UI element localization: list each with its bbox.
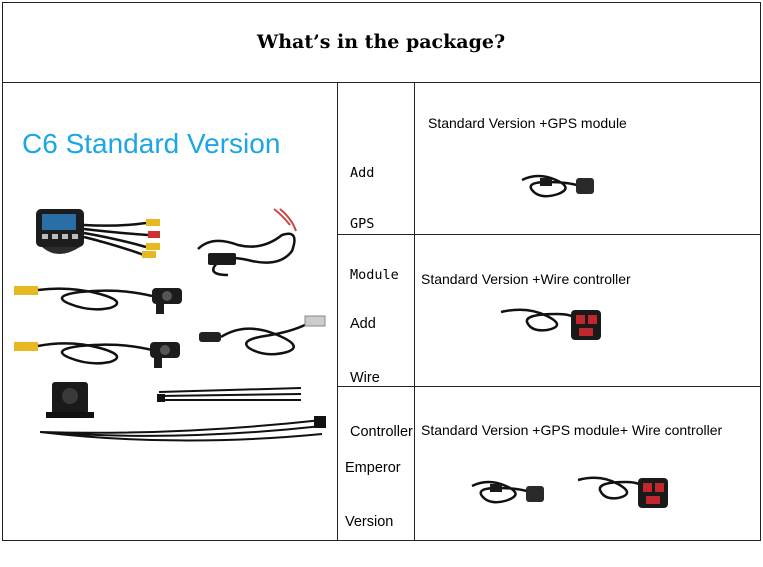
row-label-line: Module	[350, 267, 399, 283]
cable-ties-icon	[157, 387, 302, 402]
row-label-wire-controller: Add Wire Controller	[350, 279, 413, 477]
row-label-line: Emperor	[345, 460, 401, 476]
power-cable-icon	[197, 208, 297, 277]
cable-ties-icon	[39, 416, 326, 442]
usb-cable-icon	[199, 315, 326, 356]
column-divider-1	[337, 82, 338, 541]
row-label-line: Version	[345, 514, 394, 530]
gps-module-icon	[471, 480, 544, 504]
table-border-top	[2, 2, 761, 3]
wire-controller-icon	[500, 308, 601, 340]
row-label-gps: Add GPS Module	[350, 131, 399, 318]
camera-icon	[14, 286, 182, 314]
row-label-line: GPS	[350, 216, 375, 232]
camera-icon	[14, 342, 180, 368]
camera-mount-icon	[46, 382, 94, 418]
table-border-right	[760, 2, 761, 541]
standard-version-title: C6 Standard Version	[22, 128, 281, 159]
column-divider-2	[414, 82, 415, 541]
table-border-bottom	[2, 540, 761, 541]
wire-controller-icon	[577, 476, 668, 508]
row-divider-2	[337, 386, 761, 387]
row-label-line: Add	[350, 165, 375, 181]
page-title: What’s in the package?	[256, 31, 506, 53]
gps-module-icon	[521, 174, 594, 198]
table-border-left	[2, 2, 3, 541]
row-label-emperor: Emperor Version	[345, 423, 401, 567]
row-label-line: Wire	[350, 370, 380, 386]
row-label-line: Add	[350, 316, 376, 332]
dvr-unit-icon	[36, 209, 160, 258]
row-label-line: Controller	[350, 424, 413, 440]
row-description-gps: Standard Version +GPS module	[428, 115, 627, 131]
package-table: What’s in the package? C6 Standard Versi…	[2, 2, 761, 541]
row-description-emperor: Standard Version +GPS module+ Wire contr…	[421, 422, 723, 438]
header-divider	[2, 82, 761, 83]
row-description-wire-controller: Standard Version +Wire controller	[421, 271, 631, 287]
row-divider-1	[337, 234, 761, 235]
